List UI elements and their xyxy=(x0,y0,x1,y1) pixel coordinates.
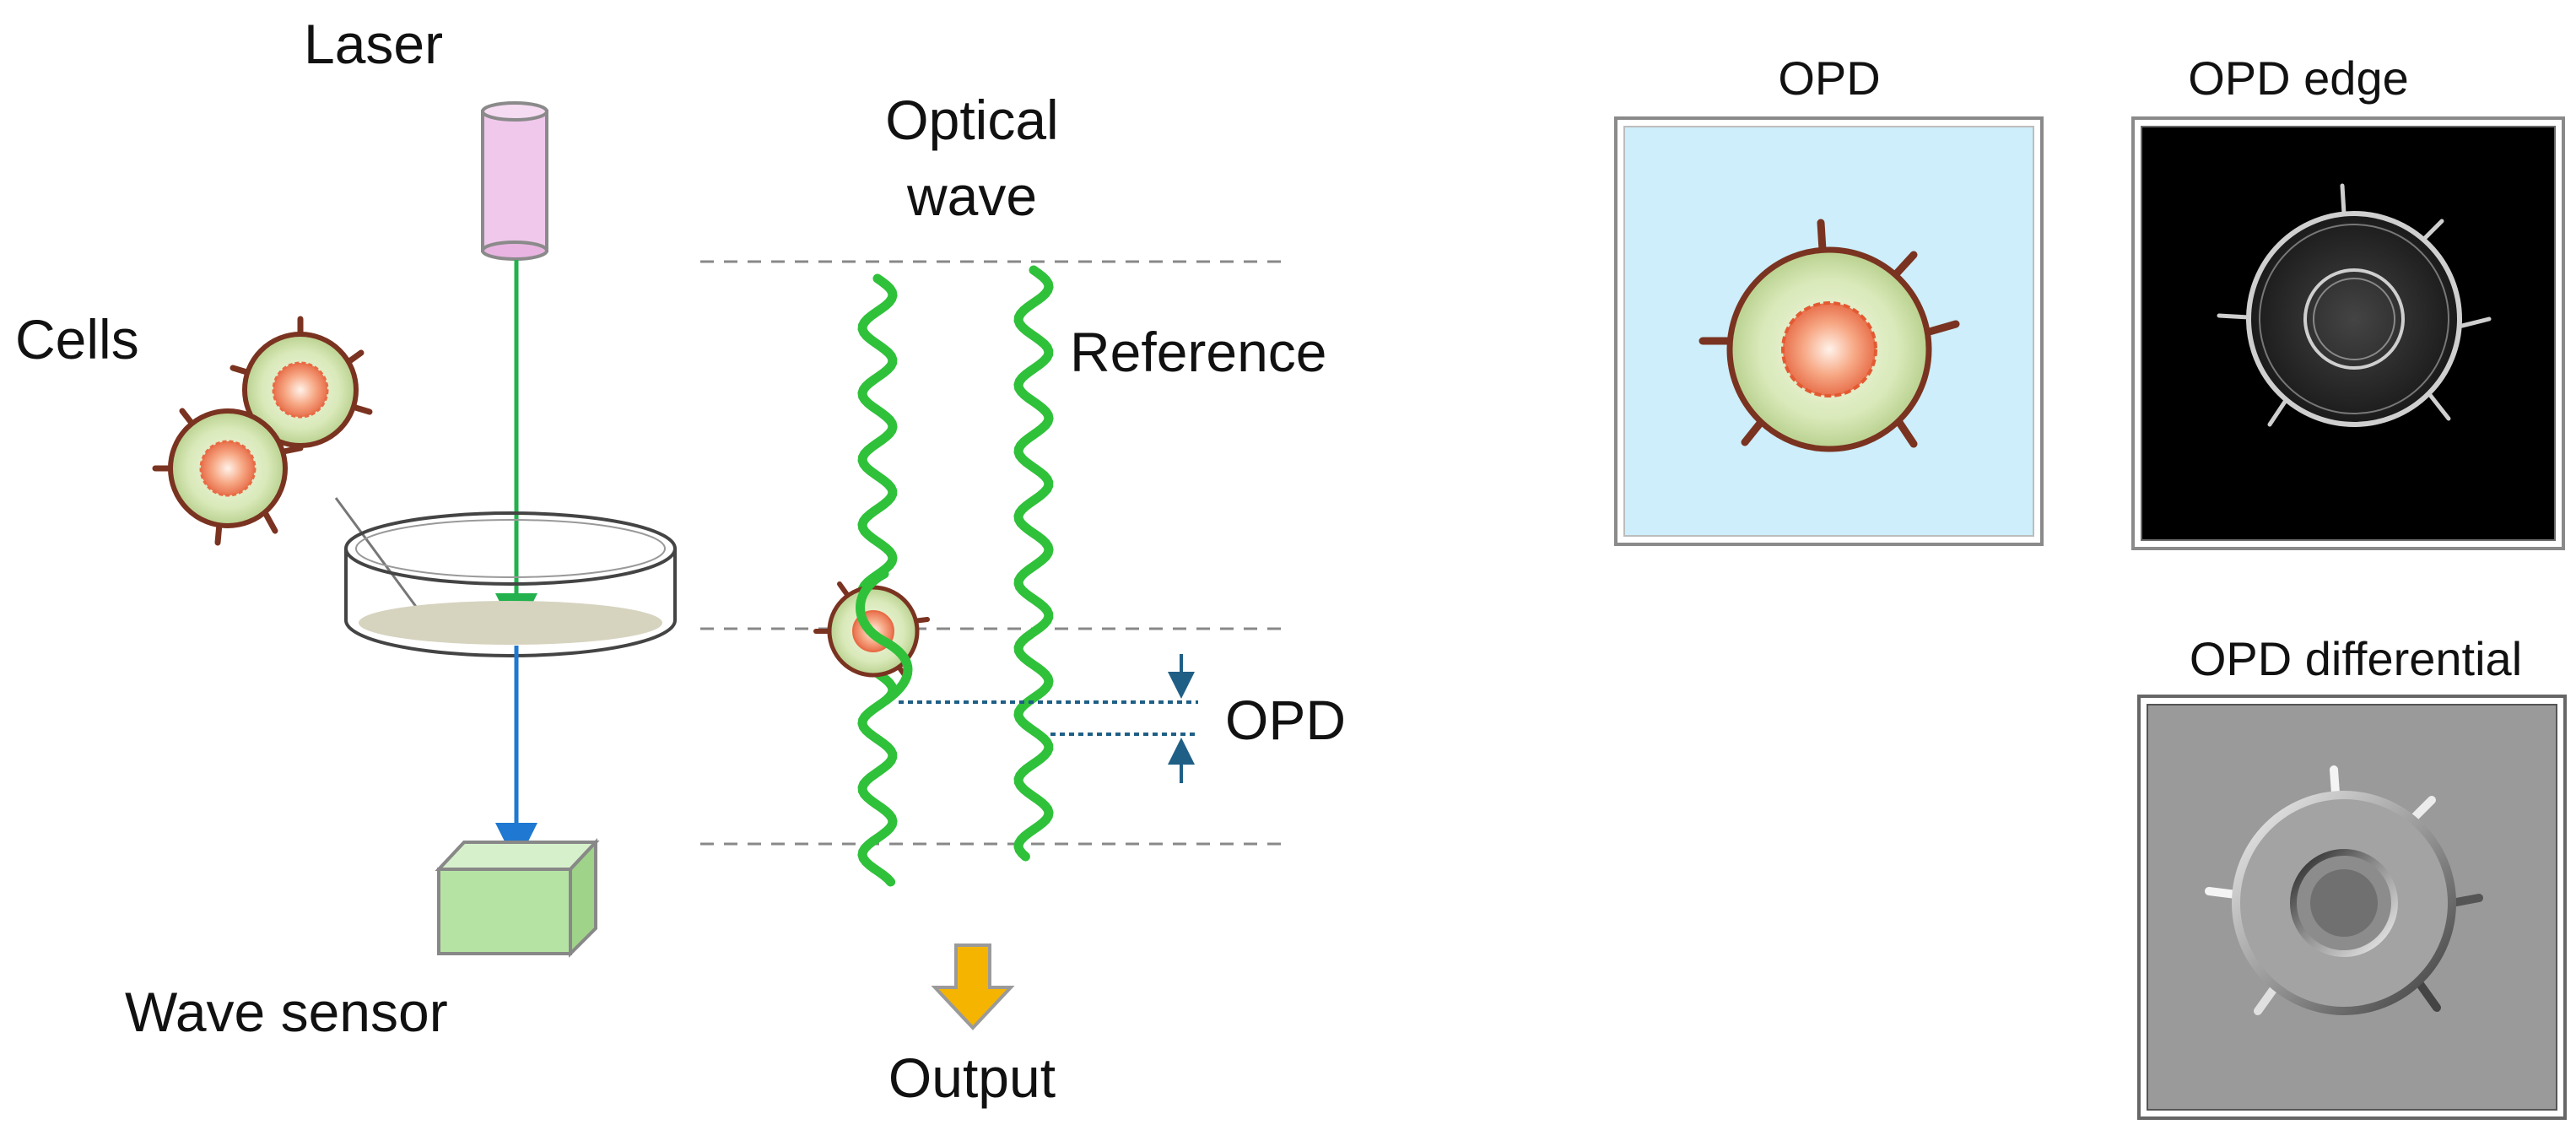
dashed-guides xyxy=(700,260,1283,846)
opd-edge-panel xyxy=(2131,116,2565,550)
panel-title-opd-edge: OPD edge xyxy=(2188,51,2409,105)
petri-dish-icon xyxy=(344,511,677,657)
laser-label: Laser xyxy=(304,13,443,75)
reference-label: Reference xyxy=(1070,321,1327,383)
opd-panel xyxy=(1614,116,2044,546)
reference-wave xyxy=(1013,265,1054,862)
opd-label: OPD xyxy=(1225,689,1346,751)
output-label: Output xyxy=(888,1046,1056,1109)
laser-icon xyxy=(481,101,548,261)
pointer-line xyxy=(334,497,428,621)
cell-icon xyxy=(152,408,304,546)
panel-title-opd-differential: OPD differential xyxy=(2190,632,2522,685)
cells-label: Cells xyxy=(15,308,139,370)
optical-wave-label-line1: Optical xyxy=(885,89,1058,151)
opd-differential-panel xyxy=(2137,695,2567,1120)
sample-wave-overlay xyxy=(856,569,913,706)
wave-sensor-icon xyxy=(435,837,600,958)
panel-title-opd: OPD xyxy=(1778,51,1880,105)
wave-sensor-label: Wave sensor xyxy=(125,981,448,1043)
opd-marker xyxy=(899,654,1198,783)
output-arrow-icon xyxy=(931,943,1015,1030)
optical-wave-label-line2: wave xyxy=(906,165,1037,227)
